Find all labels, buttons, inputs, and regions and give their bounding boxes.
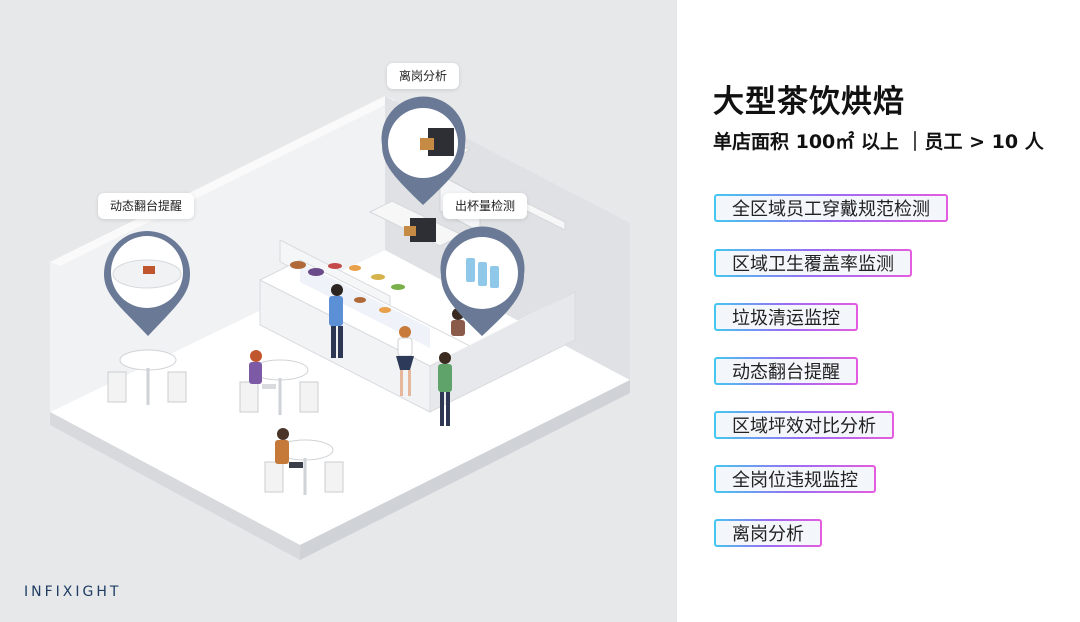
page-title: 大型茶饮烘焙 [713, 84, 905, 120]
table-middle [239, 359, 319, 415]
store-illustration-panel: 动态翻台提醒 离岗分析 出杯量检测 INFIXIGHT [0, 0, 677, 622]
info-panel: 大型茶饮烘焙 单店面积 100㎡ 以上 ｜员工 > 10 人 全区域员工穿戴规范… [677, 0, 1080, 622]
customer-standing-white [396, 326, 414, 396]
cashier [451, 308, 465, 336]
pin-label-cup-count: 出杯量检测 [443, 193, 528, 219]
table-front [264, 439, 344, 495]
pin-dynamic-table [104, 231, 190, 336]
store-isometric-scene [50, 96, 630, 560]
feature-tag: 全区域员工穿戴规范检测 [714, 194, 948, 222]
feature-tag: 动态翻台提醒 [714, 357, 858, 385]
customer-seated-purple [249, 350, 276, 389]
staff-blue [329, 284, 343, 358]
pastries [290, 261, 405, 313]
brand-logo: INFIXIGHT [24, 584, 122, 600]
feature-tag: 垃圾清运监控 [714, 303, 858, 331]
page-subtitle: 单店面积 100㎡ 以上 ｜员工 > 10 人 [713, 131, 1044, 153]
customer-standing-green [438, 352, 452, 426]
feature-tag: 离岗分析 [714, 519, 822, 547]
customer-seated-brown [275, 428, 303, 468]
pin-label-leave-post: 离岗分析 [387, 63, 460, 89]
coffee-machine [404, 218, 436, 242]
left-wall [50, 96, 385, 412]
pin-label-dynamic-table: 动态翻台提醒 [98, 193, 195, 219]
pin-leave-post [381, 96, 466, 205]
pin-cup-count [440, 226, 525, 336]
feature-tag: 区域坪效对比分析 [714, 411, 894, 439]
table-front-left [107, 349, 187, 405]
feature-tag: 区域卫生覆盖率监测 [714, 249, 912, 277]
feature-tag: 全岗位违规监控 [714, 465, 876, 493]
